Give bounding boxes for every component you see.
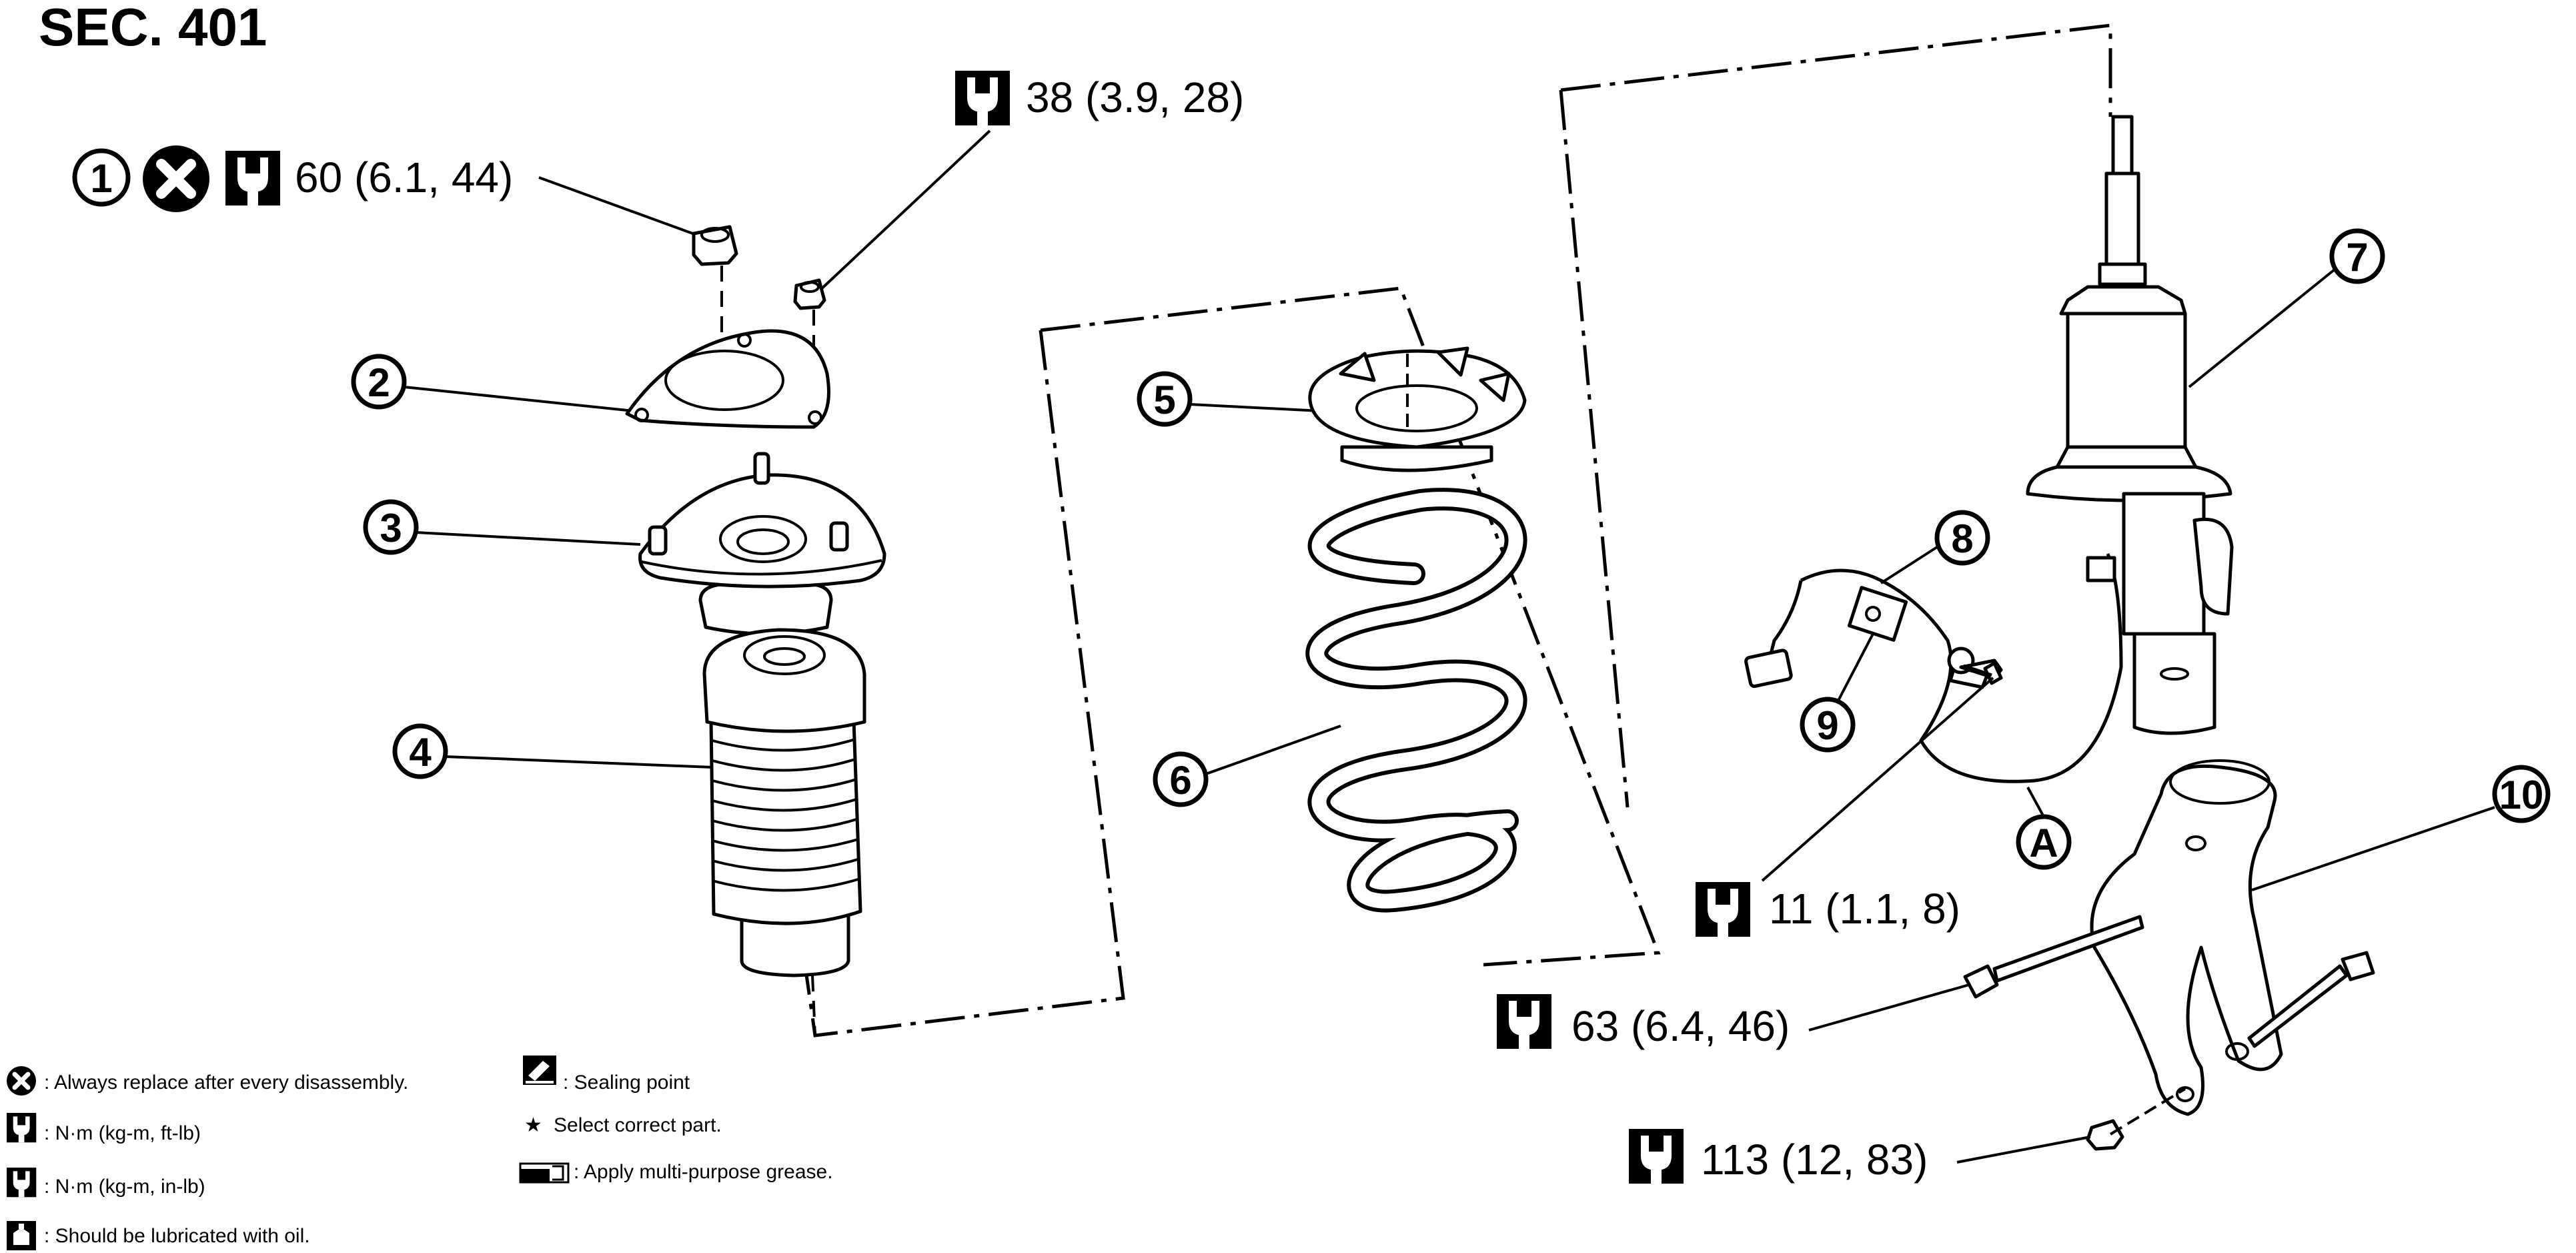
steering-knuckle: [2090, 759, 2283, 1116]
torque-wrench-icon: [225, 151, 280, 205]
knuckle-upper-bolt: [1963, 915, 2144, 999]
knuckle-lower-bolt: [2247, 951, 2375, 1048]
callout-5: 5: [1137, 371, 1193, 427]
torque-wrench-icon: [1497, 994, 1551, 1049]
leader-8: [1880, 546, 1938, 584]
legend-inlb-text: : N·m (kg-m, in-lb): [44, 1176, 205, 1198]
ref-marker-a: A: [2016, 814, 2072, 870]
section-title: SEC. 401: [39, 0, 267, 57]
svg-text:1: 1: [90, 156, 112, 201]
svg-text:7: 7: [2346, 235, 2368, 280]
torque-spec-nut-1: 60 (6.1, 44): [295, 153, 513, 201]
legend-oil-text: : Should be lubricated with oil.: [44, 1225, 310, 1247]
upper-spring-seat: [1308, 346, 1527, 472]
strut-group-outline-left: [1559, 89, 1630, 808]
star-icon: ★: [524, 1114, 542, 1136]
svg-text:A: A: [2029, 821, 2058, 865]
torque-spec-sensor-bolt: 11 (1.1, 8): [1769, 885, 1960, 933]
strut-mount-plate: [625, 329, 830, 429]
do-not-reuse-icon: [7, 1066, 36, 1096]
torque-wrench-icon: [7, 1113, 37, 1143]
leader-t1: [538, 176, 697, 236]
torque-wrench-icon: [1696, 882, 1750, 937]
strut-assembly: [2026, 115, 2234, 735]
leader-t2: [815, 129, 991, 295]
leader-t4: [1808, 983, 1970, 1031]
leader-9: [1837, 633, 1874, 701]
svg-text:5: 5: [1153, 378, 1175, 422]
abs-sensor-harness: [1744, 553, 2123, 783]
oil-can-icon: [7, 1221, 36, 1250]
leader-2: [404, 386, 634, 412]
leader-a: [2026, 787, 2045, 817]
mount-nut-1: [692, 225, 738, 266]
spring-group-outline: [1040, 286, 1661, 967]
leader-t3: [1761, 677, 1994, 882]
svg-text:8: 8: [1951, 516, 1973, 561]
callout-6: 6: [1153, 751, 1209, 807]
legend-select-text: Select correct part.: [554, 1114, 722, 1136]
do-not-reuse-icon: [143, 145, 209, 212]
svg-text:6: 6: [1169, 758, 1191, 803]
leader-7: [2188, 268, 2336, 388]
callout-1: 1: [72, 148, 131, 207]
svg-text:9: 9: [1816, 703, 1838, 748]
torque-spec-knuckle-bolt: 63 (6.4, 46): [1571, 1002, 1790, 1050]
leader-3: [416, 531, 641, 546]
leader-t5: [1956, 1136, 2091, 1164]
sealing-point-icon: [523, 1056, 556, 1085]
strut-group-outline: [1560, 23, 2112, 117]
callout-7: 7: [2329, 228, 2385, 284]
legend-ftlb-text: : N·m (kg-m, ft-lb): [44, 1122, 201, 1144]
spring-group-outline-left: [802, 330, 1125, 1037]
strut-mounting-insulator: [638, 452, 886, 636]
callout-3: 3: [363, 499, 419, 555]
legend-grease-text: : Apply multi-purpose grease.: [574, 1161, 833, 1183]
svg-text:3: 3: [380, 506, 402, 550]
torque-wrench-icon: [955, 71, 1010, 125]
torque-wrench-inlb-icon: [7, 1168, 37, 1198]
legend-replace-text: : Always replace after every disassembly…: [44, 1072, 408, 1094]
leader-5: [1189, 403, 1321, 412]
leader-10: [2251, 806, 2495, 891]
legend-sealing-text: : Sealing point: [563, 1072, 690, 1094]
legend: : Always replace after every disassembly…: [7, 1056, 833, 1250]
coil-spring: [1305, 488, 1527, 913]
bound-bumper-boot: [702, 628, 866, 1036]
svg-text:10: 10: [2499, 773, 2544, 817]
leader-4: [445, 755, 713, 769]
torque-wrench-icon: [1629, 1129, 1684, 1184]
nut-axis: [2109, 1088, 2186, 1136]
svg-text:2: 2: [368, 360, 390, 405]
callout-10: 10: [2492, 765, 2551, 823]
callout-2: 2: [351, 354, 407, 410]
callout-8: 8: [1934, 510, 1990, 566]
torque-spec-nut-2: 38 (3.9, 28): [1026, 73, 1244, 121]
knuckle-nut: [2086, 1119, 2124, 1151]
mount-nut-2: [793, 278, 826, 310]
torque-spec-knuckle-nut: 113 (12, 83): [1701, 1136, 1928, 1184]
leader-6: [1205, 725, 1341, 775]
svg-text:4: 4: [409, 730, 432, 775]
grease-icon: [519, 1162, 570, 1184]
callout-4: 4: [392, 723, 448, 779]
callout-9: 9: [1800, 697, 1856, 753]
